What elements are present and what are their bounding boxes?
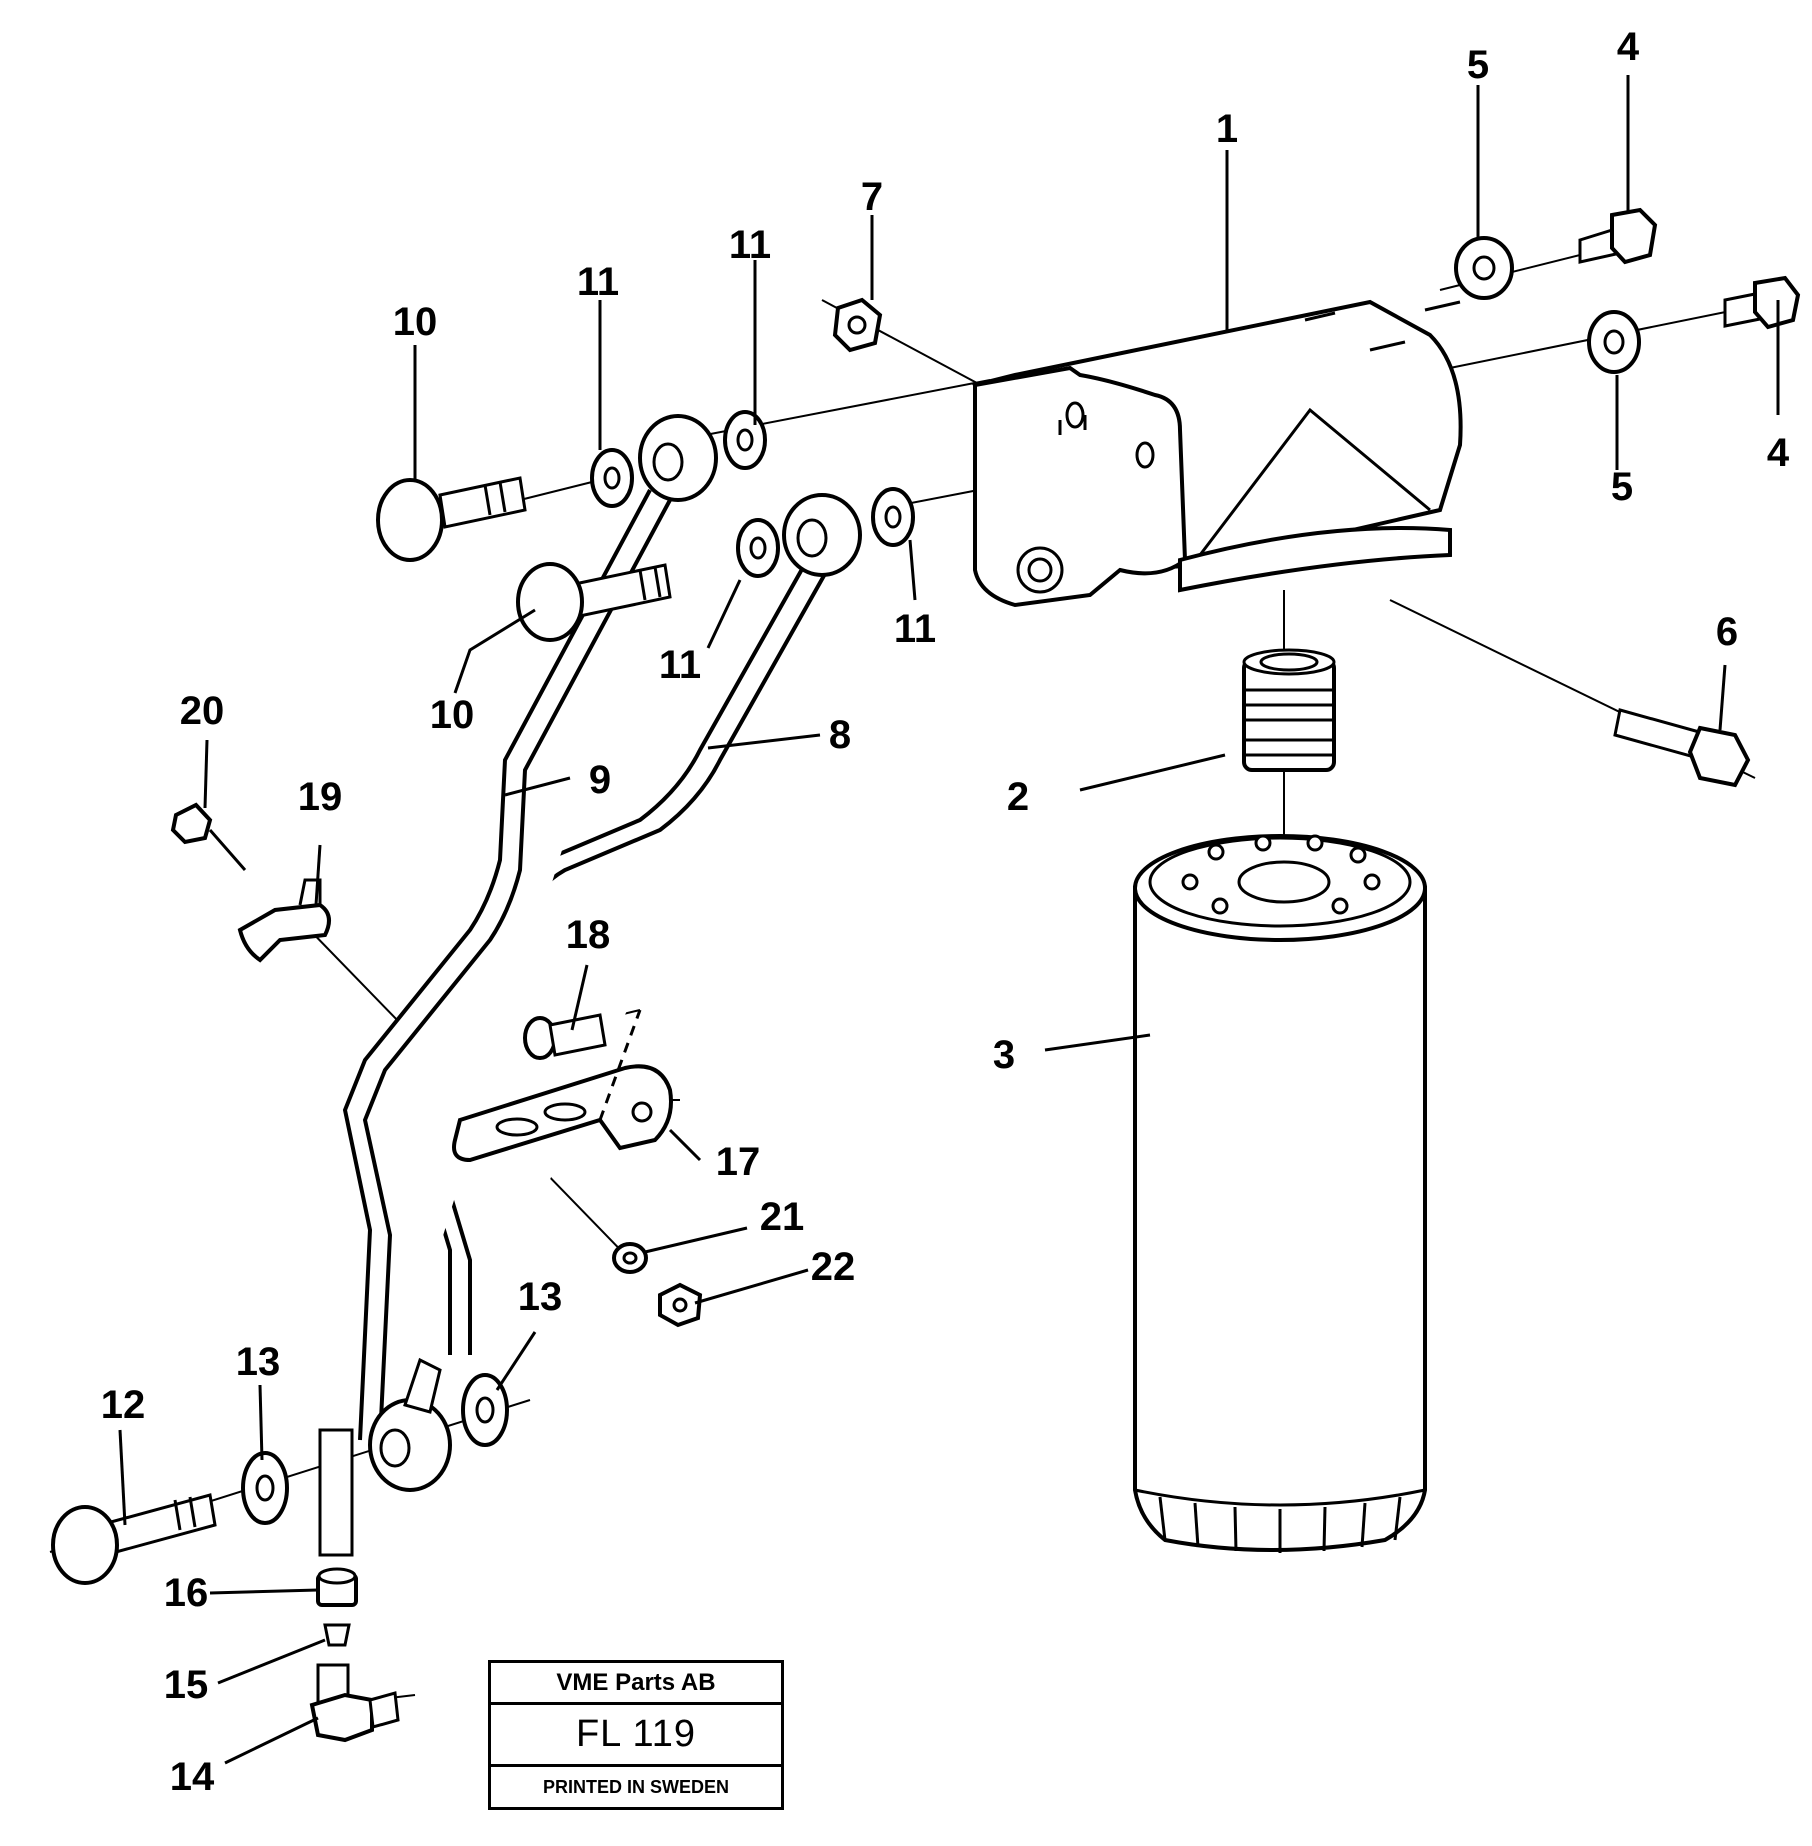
callout-6: 6 xyxy=(1716,610,1738,654)
callout-2: 2 xyxy=(1007,775,1029,819)
callout-10-lower: 10 xyxy=(430,693,475,737)
callout-19: 19 xyxy=(298,775,343,819)
ferrule-part-15 xyxy=(323,1623,351,1647)
callout-labels: 1 2 3 4 4 5 5 6 7 8 9 10 10 11 11 11 11 … xyxy=(101,25,1790,1799)
assembly-lines xyxy=(49,249,1761,1706)
callout-5-lower: 5 xyxy=(1611,465,1633,509)
washer-part-13-left xyxy=(241,1451,289,1525)
filter-head-part-1 xyxy=(971,299,1463,608)
nut-part-22 xyxy=(658,1282,703,1328)
callout-20: 20 xyxy=(180,689,225,733)
washer-part-13-right xyxy=(461,1373,509,1447)
callout-5-upper: 5 xyxy=(1467,43,1489,87)
callout-15: 15 xyxy=(164,1663,209,1707)
title-block-printed: PRINTED IN SWEDEN xyxy=(542,1776,729,1797)
banjo-fitting-upper xyxy=(638,414,718,502)
nut-part-7 xyxy=(832,297,883,353)
washer-part-5-upper xyxy=(1454,236,1514,300)
callout-11-d: 11 xyxy=(894,607,936,651)
leader-lines xyxy=(118,75,1780,1765)
title-block-company: VME Parts AB xyxy=(491,1663,781,1705)
screw-part-20 xyxy=(170,802,247,871)
banjo-bolt-part-10-upper xyxy=(376,476,527,562)
callout-11-b: 11 xyxy=(729,223,771,267)
callout-8: 8 xyxy=(829,713,851,757)
callout-9: 9 xyxy=(589,758,611,802)
washer-part-11-b xyxy=(723,410,767,470)
callout-13-right: 13 xyxy=(518,1275,563,1319)
screw-part-4-lower xyxy=(1723,275,1801,330)
bracket-part-17 xyxy=(452,1009,673,1163)
elbow-part-14 xyxy=(309,1663,400,1743)
bolt-part-6 xyxy=(1613,708,1751,788)
pipe-end-vertical xyxy=(318,1428,354,1557)
banjo-fitting-bottom xyxy=(368,1357,452,1492)
banjo-fitting-lower xyxy=(782,493,862,577)
callout-4-upper: 4 xyxy=(1617,25,1640,69)
nut-part-16 xyxy=(316,1567,358,1607)
banjo-bolt-part-10-lower xyxy=(516,562,672,642)
washer-part-11-d xyxy=(871,487,915,547)
title-block: VME Parts AB FL 119 PRINTED IN SWEDEN xyxy=(488,1660,784,1810)
callout-22: 22 xyxy=(811,1245,856,1289)
callout-14: 14 xyxy=(170,1755,215,1799)
callout-10-upper: 10 xyxy=(393,300,438,344)
washer-part-11-c xyxy=(736,518,780,578)
screw-part-4-upper xyxy=(1578,207,1658,265)
callout-12: 12 xyxy=(101,1383,146,1427)
callout-4-lower: 4 xyxy=(1767,431,1790,475)
callout-13-left: 13 xyxy=(236,1340,281,1384)
callout-1: 1 xyxy=(1216,107,1238,151)
callout-11-c: 11 xyxy=(659,643,701,687)
callout-11-a: 11 xyxy=(577,260,619,304)
oil-pipe-part-9 xyxy=(342,489,672,1441)
oil-filter-part-3 xyxy=(1133,834,1427,1553)
title-block-code: FL 119 xyxy=(491,1705,781,1767)
washer-part-5-lower xyxy=(1587,310,1641,374)
nipple-part-2 xyxy=(1242,648,1336,772)
banjo-bolt-part-12 xyxy=(51,1493,217,1585)
callout-17: 17 xyxy=(716,1140,761,1184)
callout-21: 21 xyxy=(760,1195,805,1239)
screw-part-18 xyxy=(523,1013,607,1060)
callout-16: 16 xyxy=(164,1571,209,1615)
clamp-part-19 xyxy=(237,878,331,963)
callout-7: 7 xyxy=(861,175,883,219)
callout-3: 3 xyxy=(993,1033,1015,1077)
callout-18: 18 xyxy=(566,913,611,957)
washer-part-21 xyxy=(612,1242,648,1274)
washer-part-11-a xyxy=(590,448,634,508)
